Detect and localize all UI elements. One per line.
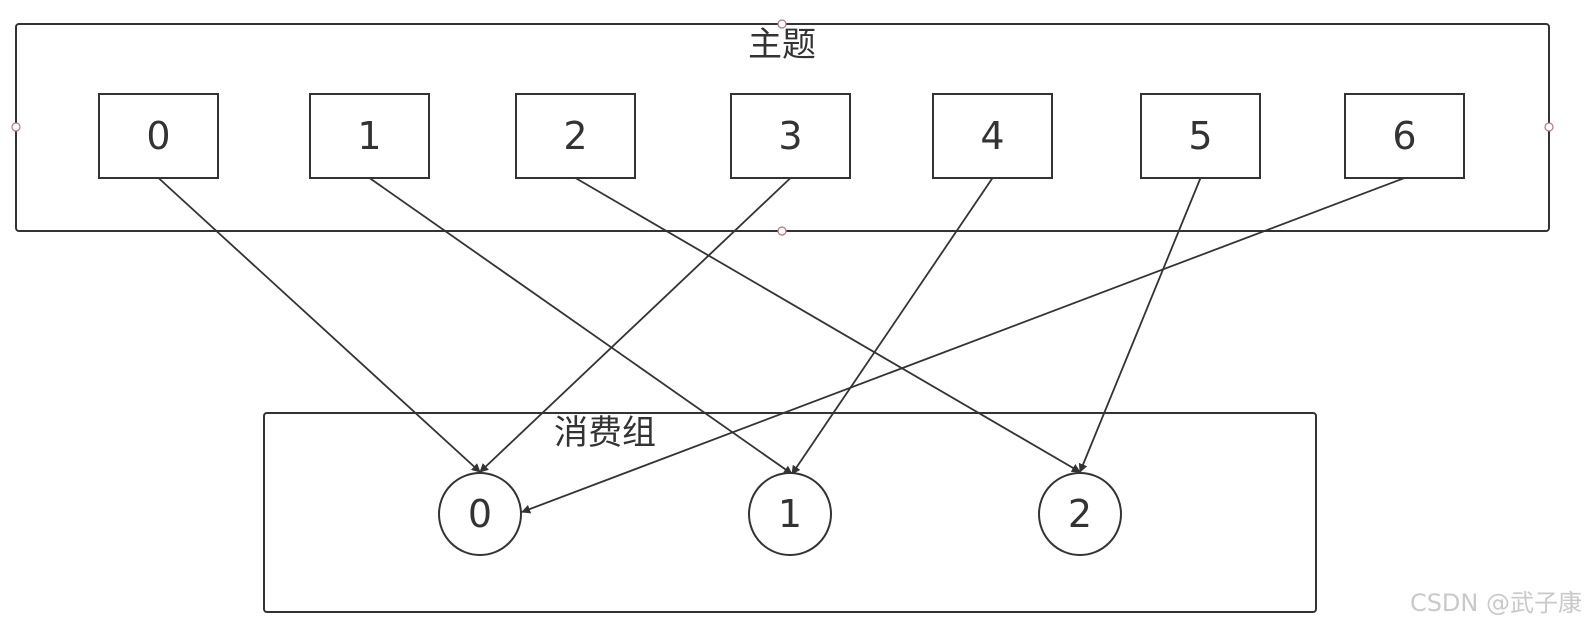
selection-handle-left[interactable] (11, 122, 21, 132)
partition-6[interactable]: 6 (1344, 93, 1465, 179)
arrow-partition-3-to-consumer-0[interactable] (479, 177, 792, 473)
partition-5[interactable]: 5 (1140, 93, 1261, 179)
arrow-partition-5-to-consumer-2[interactable] (1078, 177, 1202, 473)
partition-box[interactable] (98, 93, 219, 179)
consumer-nodes: 0 1 2 (438, 472, 1122, 556)
consumer-circle[interactable] (1038, 472, 1122, 556)
arrow-partition-0-to-consumer-0[interactable] (157, 177, 481, 473)
consumer-circle[interactable] (748, 472, 832, 556)
partition-label: 6 (1392, 114, 1416, 158)
partition-3[interactable]: 3 (730, 93, 851, 179)
consumer-0[interactable]: 0 (438, 472, 522, 556)
partition-0[interactable]: 0 (98, 93, 219, 179)
partition-label: 3 (778, 114, 802, 158)
partition-2[interactable]: 2 (515, 93, 636, 179)
topic-partitions: 0 1 2 3 4 5 6 (98, 93, 1465, 179)
selection-handle-bottom[interactable] (777, 226, 787, 236)
consumer-1[interactable]: 1 (748, 472, 832, 556)
consumer-circle[interactable] (438, 472, 522, 556)
arrow-partition-6-to-consumer-0[interactable] (521, 177, 1405, 514)
selection-handle-right[interactable] (1544, 122, 1554, 132)
selection-handle-top[interactable] (777, 19, 787, 29)
arrow-partition-1-to-consumer-1[interactable] (368, 177, 793, 475)
partition-box[interactable] (730, 93, 851, 179)
consumer-label: 0 (468, 492, 492, 536)
consumer-group-title: 消费组 (554, 413, 656, 453)
partition-label: 0 (146, 114, 170, 158)
consumer-label: 2 (1068, 492, 1092, 536)
consumer-2[interactable]: 2 (1038, 472, 1122, 556)
arrow-partition-4-to-consumer-1[interactable] (791, 177, 994, 475)
partition-box[interactable] (1140, 93, 1261, 179)
partition-label: 2 (563, 114, 587, 158)
consumer-label: 1 (778, 492, 802, 536)
partition-box[interactable] (932, 93, 1053, 179)
arrow-partition-2-to-consumer-2[interactable] (575, 177, 1081, 473)
watermark: CSDN @武子康 (1409, 589, 1582, 617)
assignment-arrows (157, 177, 1405, 514)
consumer-group-frame[interactable] (263, 412, 1317, 613)
partition-box[interactable] (309, 93, 430, 179)
topic-title: 主题 (748, 25, 816, 65)
partition-1[interactable]: 1 (309, 93, 430, 179)
partition-4[interactable]: 4 (932, 93, 1053, 179)
partition-box[interactable] (1344, 93, 1465, 179)
partition-box[interactable] (515, 93, 636, 179)
partition-label: 5 (1188, 114, 1212, 158)
partition-label: 1 (357, 114, 381, 158)
partition-label: 4 (980, 114, 1004, 158)
